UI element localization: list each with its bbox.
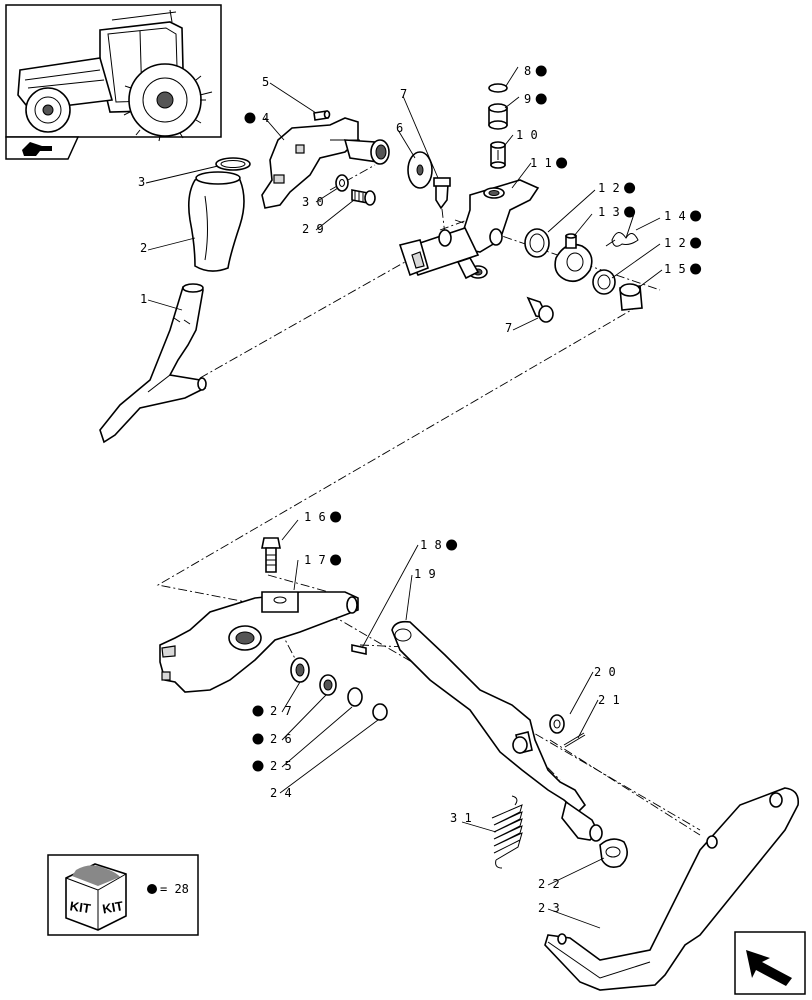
callout-number: 2 bbox=[140, 241, 147, 255]
screw-29 bbox=[351, 189, 376, 206]
kit-marker-dot bbox=[556, 157, 568, 169]
callout-number: 1 2 bbox=[598, 181, 620, 195]
bushings-group bbox=[524, 213, 643, 311]
callout-number: 7 bbox=[505, 321, 512, 335]
callout-number: 9 bbox=[524, 92, 531, 106]
kit-marker-dot bbox=[244, 112, 256, 124]
pin-5 bbox=[313, 110, 331, 121]
washers-lower bbox=[290, 657, 388, 721]
tractor-thumbnail bbox=[5, 4, 222, 142]
callout-number: 2 2 bbox=[538, 877, 560, 891]
kit-legend: KIT KIT = 28 bbox=[47, 854, 199, 936]
kit-marker-dot bbox=[252, 760, 264, 772]
callout-number: 2 3 bbox=[538, 901, 560, 915]
lever-knob bbox=[188, 171, 245, 272]
callout-number: 1 4 bbox=[664, 209, 686, 223]
callout-number: 3 bbox=[138, 175, 145, 189]
callout-number: 1 2 bbox=[664, 236, 686, 250]
kit-marker-dot bbox=[330, 511, 342, 523]
cotter-pin-21 bbox=[563, 732, 586, 748]
callout-number: 1 3 bbox=[598, 205, 620, 219]
callout-number: 1 5 bbox=[664, 262, 686, 276]
callout-number: 2 5 bbox=[270, 759, 292, 773]
pin-7-upper bbox=[433, 177, 451, 210]
kit-word-left: KIT bbox=[69, 898, 92, 916]
callout-labels: 1 2 3 4 5 6 7 7 8 9 1 0 1 1 1 2 1 2 1 3 1 4 1 5 1 6 1 7 1 8… bbox=[138, 64, 702, 915]
kit-marker-dot bbox=[624, 182, 636, 194]
gear-lever bbox=[99, 283, 207, 444]
pin-18 bbox=[351, 644, 367, 655]
washer-6 bbox=[407, 151, 433, 189]
callout-number: 1 7 bbox=[304, 553, 326, 567]
kit-word-right: KIT bbox=[101, 898, 124, 916]
callout-number: 1 1 bbox=[530, 156, 552, 170]
kit-marker-dot bbox=[690, 210, 702, 222]
kit-marker-dot bbox=[624, 206, 636, 218]
washer-20 bbox=[549, 714, 565, 734]
parts-8-9-10 bbox=[488, 83, 508, 169]
next-page-arrow-icon[interactable] bbox=[734, 931, 806, 995]
kit-marker-dot bbox=[252, 705, 264, 717]
callout-number: 2 6 bbox=[270, 732, 292, 746]
kit-marker-dot bbox=[690, 237, 702, 249]
kit-marker-dot bbox=[252, 733, 264, 745]
callout-number: 2 1 bbox=[598, 693, 620, 707]
retaining-ring bbox=[215, 157, 251, 171]
callout-number: 7 bbox=[400, 87, 407, 101]
callout-number: 2 7 bbox=[270, 704, 292, 718]
pointing-hand-icon bbox=[5, 136, 80, 160]
kit-marker-dot bbox=[330, 554, 342, 566]
callout-number: 1 9 bbox=[414, 567, 436, 581]
kit-dot bbox=[147, 884, 157, 894]
upper-bracket bbox=[261, 117, 390, 209]
bolt-16 bbox=[261, 537, 281, 573]
callout-number: 2 4 bbox=[270, 786, 292, 800]
kit-legend-value: = 28 bbox=[160, 882, 189, 896]
callout-number: 3 0 bbox=[302, 195, 324, 209]
pedal-bracket bbox=[544, 787, 800, 991]
callout-number: 3 1 bbox=[450, 811, 472, 825]
callout-number: 2 0 bbox=[594, 665, 616, 679]
washer-30 bbox=[335, 174, 349, 192]
callout-number: 6 bbox=[396, 121, 403, 135]
kit-marker-dot bbox=[446, 539, 458, 551]
clip-22 bbox=[599, 838, 628, 868]
pedal-arm bbox=[391, 620, 603, 842]
callout-number: 1 bbox=[140, 292, 147, 306]
callout-number: 1 0 bbox=[516, 128, 538, 142]
kit-marker-dot bbox=[535, 93, 547, 105]
kit-marker-dot bbox=[535, 65, 547, 77]
spring-31 bbox=[491, 795, 523, 869]
leader-lines bbox=[145, 66, 663, 929]
callout-number: 2 9 bbox=[302, 222, 324, 236]
selector-housing bbox=[398, 179, 540, 280]
callout-number: 1 6 bbox=[304, 510, 326, 524]
lower-bracket bbox=[159, 591, 359, 693]
callout-number: 1 8 bbox=[420, 538, 442, 552]
callout-number: 5 bbox=[262, 75, 269, 89]
pin-7-lower bbox=[526, 296, 554, 323]
callout-number: 4 bbox=[262, 111, 269, 125]
kit-marker-dot bbox=[690, 263, 702, 275]
callout-number: 8 bbox=[524, 64, 531, 78]
